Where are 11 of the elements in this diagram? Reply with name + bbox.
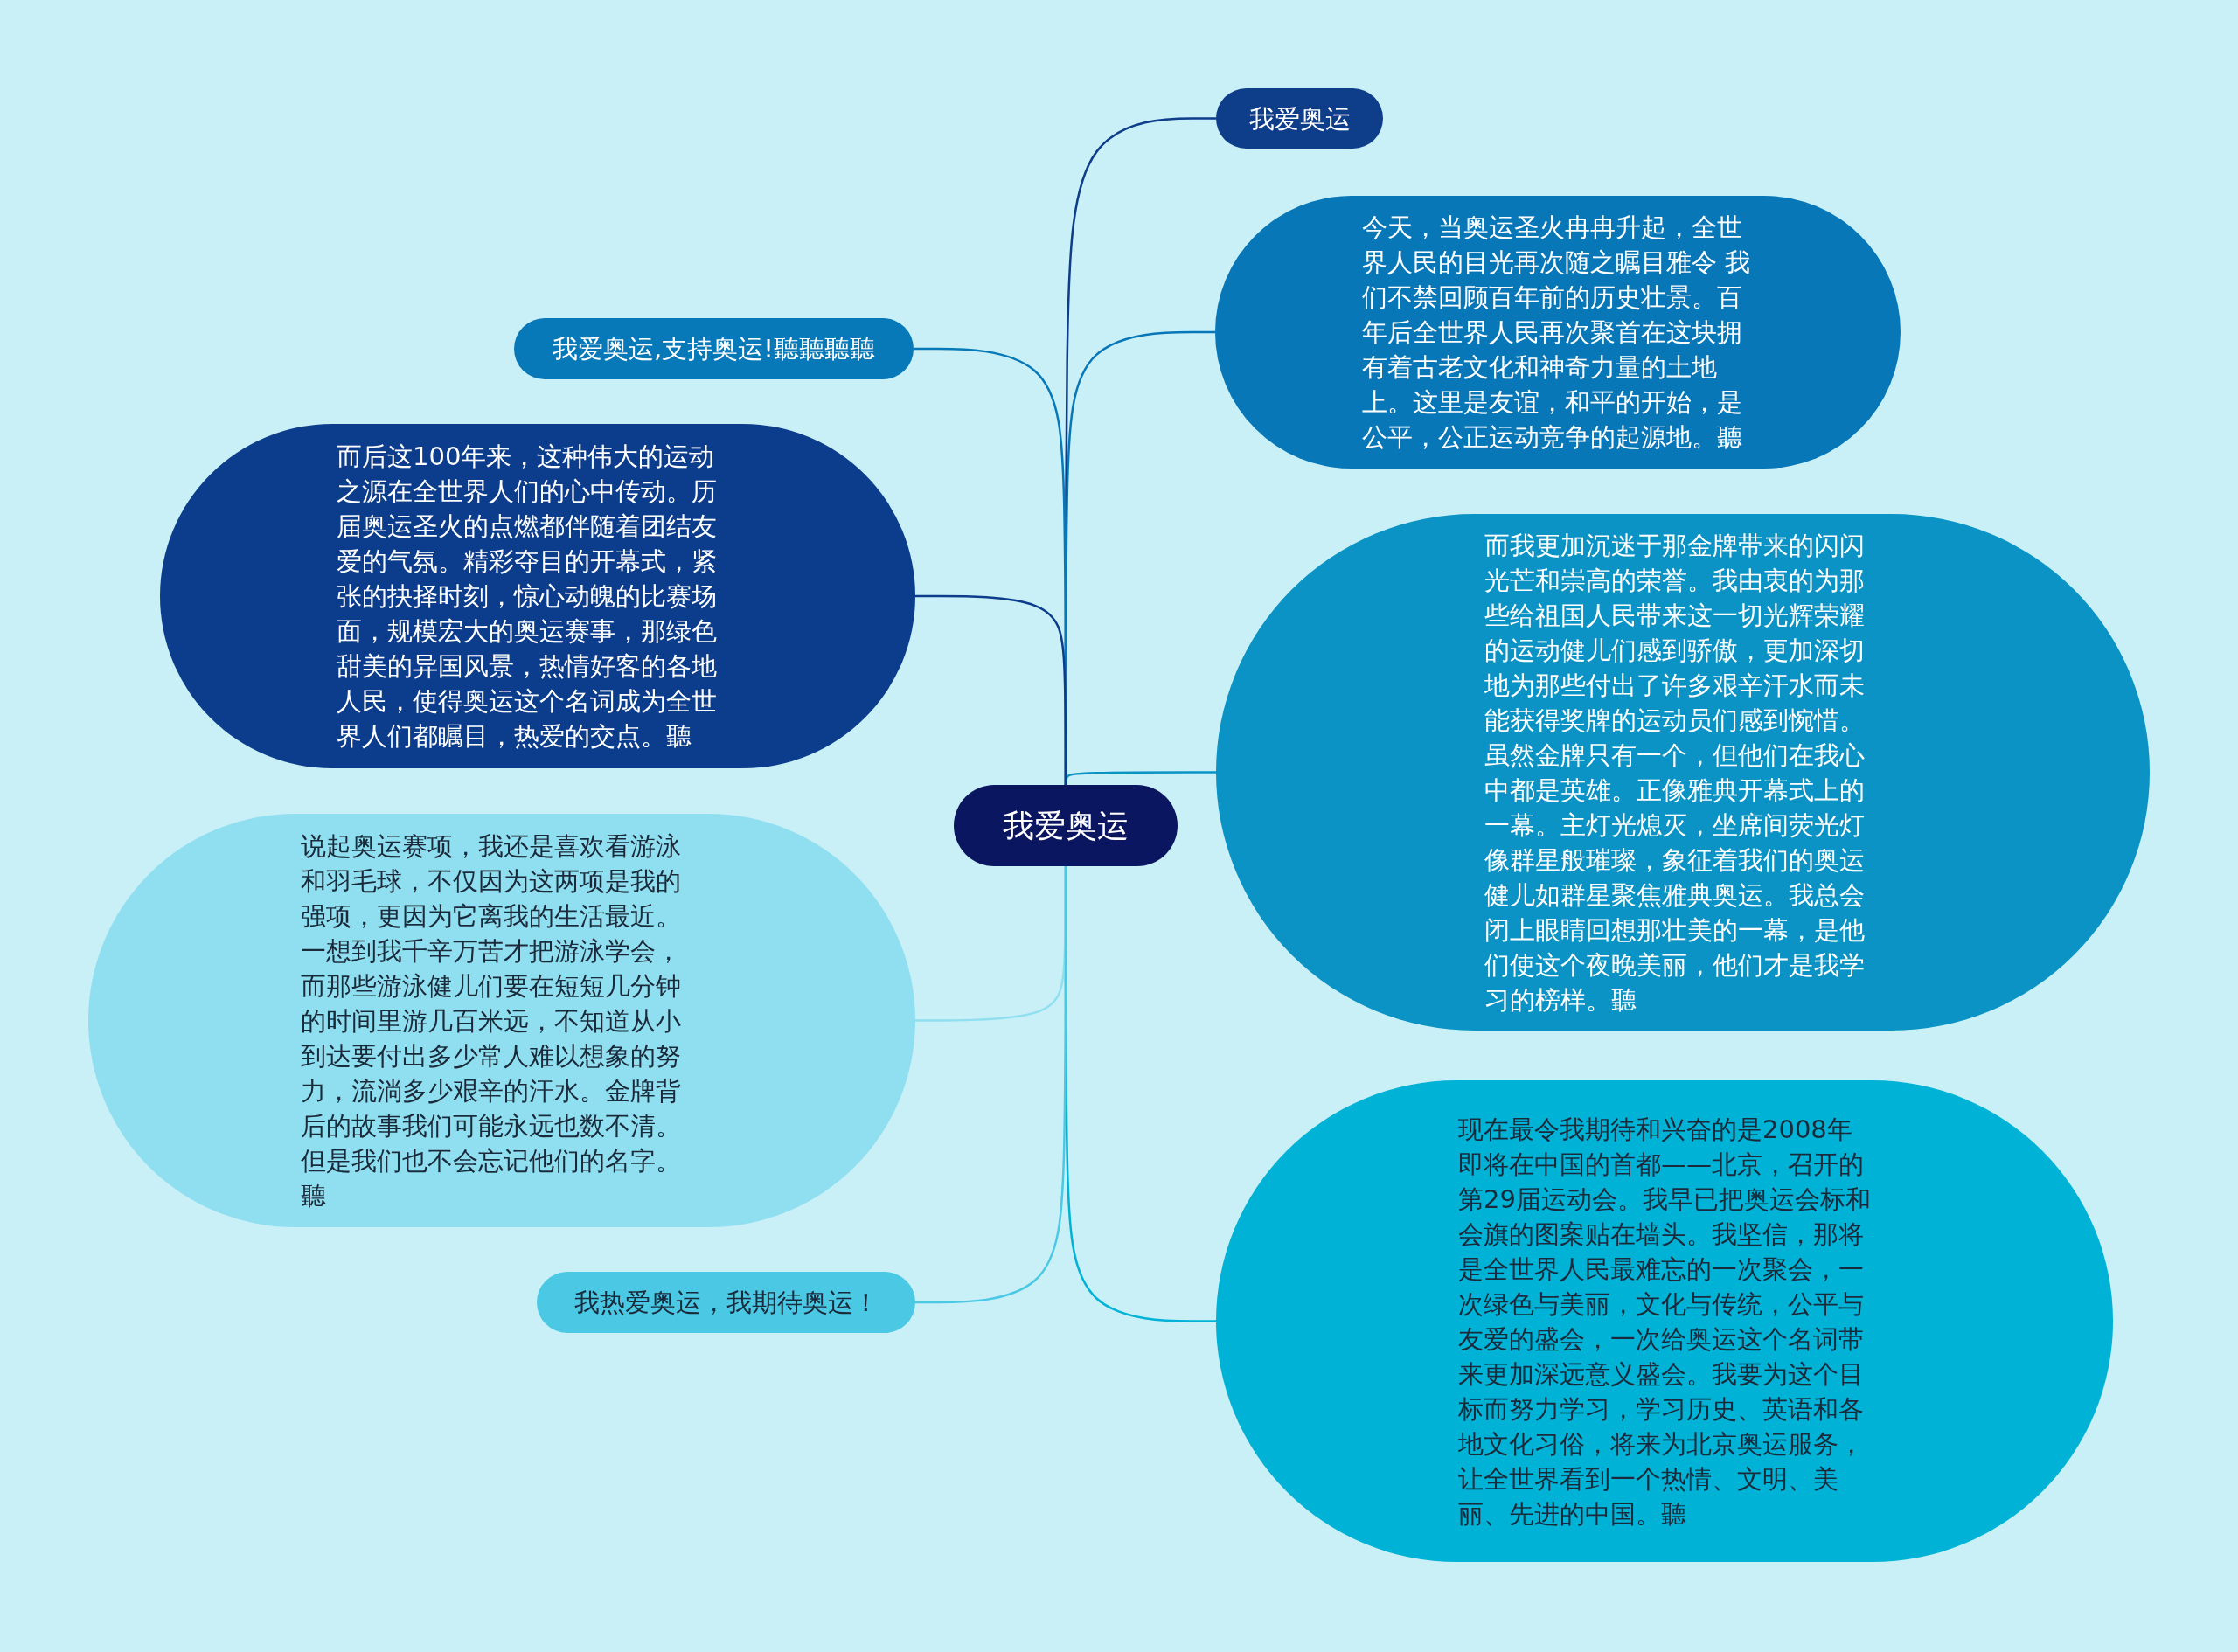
connector-line xyxy=(915,594,1067,785)
paragraph-text: 今天，当奥运圣火冉冉升起，全世界人民的目光再次随之瞩目雅令 我们不禁回顾百年前的历史壮景。百年后全世界人民再次聚首在这块拥有着古老文化和神奇力量的土地上。这里是友谊，和平的开始，是公平，公正运动竞争的起源地。聽 xyxy=(1362,212,1752,454)
paragraph-text: 现在最令我期待和兴奋的是2008年即将在中国的首都——北京，召开的第29届运动会。我早已把奥运会标和会旗的图案贴在墙头。我坚信，那将是全世界人民最难忘的一次聚会，一次绿色与美丽，文化与传统，公平与友爱的盛会，一次给奥运这个名词带来更加深远意义盛会。我要为这个目标而努力学习，学习历史、英语和各地文化习俗，将来为北京奥运服务，让全世界看到一个热情、文明、美丽、先进的中国。聽 xyxy=(1458,1113,1871,1531)
topic-label: 我爱奥运,支持奥运!聽聽聽聽 xyxy=(553,333,875,365)
topic-label: 我爱奥运 xyxy=(1003,808,1129,843)
paragraph-text: 而后这100年来，这种伟大的运动之源在全世界人们的心中传动。历届奥运圣火的点燃都伴随着团结友爱的气氛。精彩夺目的开幕式，紧张的抉择时刻，惊心动魄的比赛场面，规模宏大的奥运赛事，那绿色甜美的异国风景，热情好客的各地人民，使得奥运这个名词成为全世界人们都瞩目，热爱的交点。聽 xyxy=(337,441,718,753)
topic-label: 我热爱奥运，我期待奥运！ xyxy=(573,1287,879,1319)
topic-label: 我爱奥运 xyxy=(1248,102,1351,135)
paragraph-text: 而我更加沉迷于那金牌带来的闪闪光芒和崇高的荣誉。我由衷的为那些给祖国人民带来这一切光辉荣耀的运动健儿们感到骄傲，更加深切地为那些付出了许多艰辛汗水而未能获得奖牌的运动员们感到惋惜。虽然金牌只有一个，但他们在我心中都是英雄。正像雅典开幕式上的一幕。主灯光熄灭，坐席间荧光灯像群星般璀璨，象征着我们的奥运健儿如群星聚焦雅典奥运。我总会闭上眼睛回想那壮美的一幕，是他们使这个夜晚美丽，他们才是我学习的榜样。聽 xyxy=(1484,529,1866,1017)
connector-line xyxy=(915,866,1067,1304)
paragraph-text: 说起奥运赛项，我还是喜欢看游泳和羽毛球，不仅因为这两项是我的强项，更因为它离我的生活最近。一想到我千辛万苦才把游泳学会，而那些游泳健儿们要在短短几分钟的时间里游几百米远，不知道从小到达要付出多少常人难以想象的努力，流淌多少艰辛的汗水。金牌背后的故事我们可能永远也数不清。但是我们也不会忘记他们的名字。聽 xyxy=(301,829,682,1212)
